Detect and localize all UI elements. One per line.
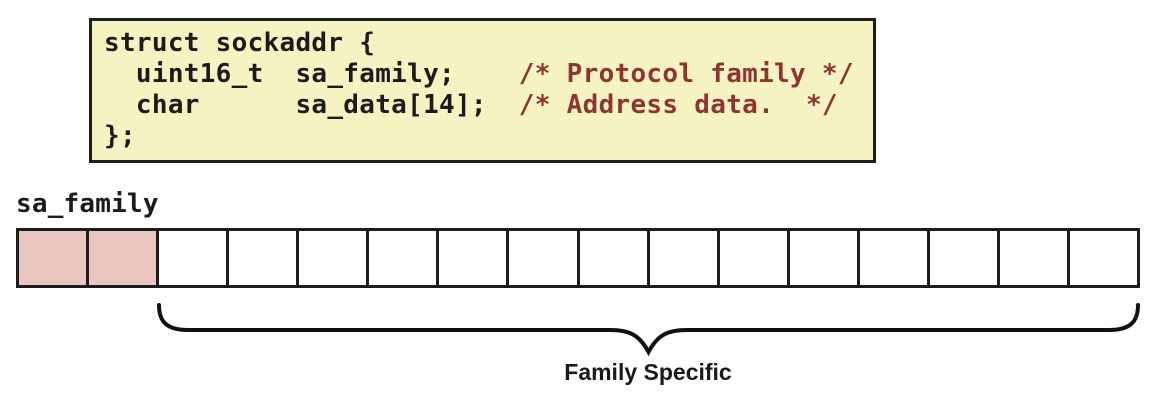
code-line: struct sockaddr { — [104, 28, 873, 59]
code-line: uint16_t sa_family; /* Protocol family *… — [104, 59, 873, 90]
sa-data-byte-cell — [509, 231, 580, 285]
code-line: char sa_data[14]; /* Address data. */ — [104, 90, 873, 121]
sa-data-byte-cell — [369, 231, 440, 285]
sa-data-byte-cell — [1069, 231, 1137, 285]
sa-data-byte-cell — [789, 231, 860, 285]
sa-data-byte-cell — [999, 231, 1070, 285]
sa-data-byte-cell — [929, 231, 1000, 285]
sa-family-label: sa_family — [16, 189, 159, 219]
sa-data-byte-cell — [859, 231, 930, 285]
code-text: struct sockaddr { — [104, 28, 376, 58]
sa-family-byte-cell — [19, 231, 90, 285]
code-text: }; — [104, 121, 136, 151]
curly-brace-icon — [157, 303, 1140, 357]
sa-family-byte-cell — [89, 231, 160, 285]
code-line: }; — [104, 121, 873, 152]
byte-row — [16, 228, 1140, 288]
sa-data-byte-cell — [159, 231, 230, 285]
sa-data-byte-cell — [649, 231, 720, 285]
code-text: char sa_data[14]; — [104, 90, 519, 120]
sa-data-byte-cell — [579, 231, 650, 285]
code-comment: /* Protocol family */ — [518, 59, 854, 89]
code-comment: /* Address data. */ — [518, 90, 838, 120]
code-block: struct sockaddr { uint16_t sa_family; /*… — [89, 18, 876, 163]
sa-data-byte-cell — [299, 231, 370, 285]
sa-data-byte-cell — [719, 231, 790, 285]
sa-data-byte-cell — [229, 231, 300, 285]
sa-data-byte-cell — [439, 231, 510, 285]
family-specific-label: Family Specific — [564, 359, 732, 385]
code-text: uint16_t sa_family; — [104, 59, 519, 89]
curly-brace-path — [157, 303, 1140, 357]
